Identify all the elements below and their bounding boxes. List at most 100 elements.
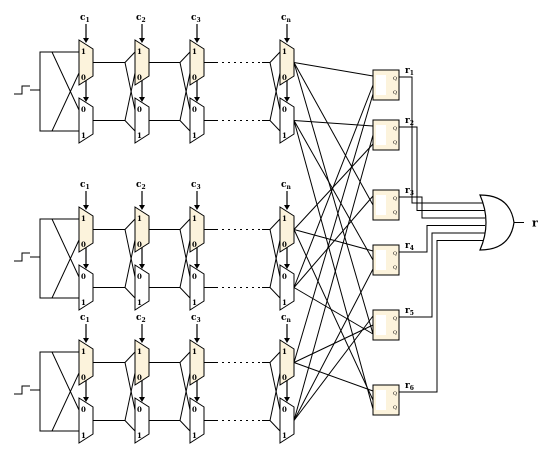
mux-icon xyxy=(78,397,94,444)
wire xyxy=(93,420,136,432)
wire xyxy=(269,362,281,411)
mux-input-label: 0 xyxy=(282,73,287,82)
mux-input-label: 1 xyxy=(81,47,86,56)
select-bit-label: c3 xyxy=(191,180,201,191)
arrow-head-icon xyxy=(284,38,290,43)
mux-input-label: 1 xyxy=(192,431,197,440)
flipflop-body xyxy=(376,195,386,215)
wire xyxy=(149,218,191,230)
wire xyxy=(149,420,191,432)
mux-icon xyxy=(134,39,150,86)
mux-input-label: 0 xyxy=(137,272,142,281)
wire xyxy=(40,351,80,411)
wire xyxy=(293,84,374,288)
flipflop-q-label: Q xyxy=(393,391,397,397)
arrow-head-icon xyxy=(139,205,145,210)
mux-input-label: 0 xyxy=(192,105,197,114)
select-bit-label: c1 xyxy=(80,313,90,324)
wire xyxy=(124,229,136,278)
select-bit-label: c1 xyxy=(80,180,90,191)
flipflop-q-label: Q xyxy=(393,251,397,257)
arrow-head-icon xyxy=(139,97,145,102)
wire xyxy=(293,229,374,401)
step-input-icon xyxy=(14,385,30,395)
wire xyxy=(39,218,79,257)
wire xyxy=(293,362,374,392)
mux-input-label: 0 xyxy=(137,240,142,249)
wire xyxy=(262,420,281,432)
wire xyxy=(262,351,281,363)
mux-icon xyxy=(279,206,295,253)
arrow-head-icon xyxy=(83,38,89,43)
wire xyxy=(179,362,191,411)
wire xyxy=(269,229,281,278)
arrow-head-icon xyxy=(83,397,89,402)
flipflop-body xyxy=(376,315,386,335)
wire xyxy=(293,93,374,363)
wire xyxy=(269,239,281,288)
mux-icon xyxy=(189,206,205,253)
mux-input-label: 1 xyxy=(81,214,86,223)
arrow-head-icon xyxy=(83,205,89,210)
select-bit-label: c2 xyxy=(136,180,146,191)
mux-input-label: 1 xyxy=(192,47,197,56)
mux-icon xyxy=(134,339,150,386)
mux-input-label: 1 xyxy=(192,131,197,140)
wire xyxy=(179,72,191,121)
mux-input-label: 1 xyxy=(192,298,197,307)
wire xyxy=(399,76,485,204)
wire xyxy=(149,351,191,363)
mux-input-label: 0 xyxy=(137,405,142,414)
flipflop-q-label: Q xyxy=(393,126,397,132)
mux-input-label: 1 xyxy=(81,298,86,307)
mux-input-label: 1 xyxy=(137,431,142,440)
wire xyxy=(399,225,485,253)
flipflop-q-label: Q xyxy=(393,316,397,322)
mux-input-label: 1 xyxy=(192,214,197,223)
arrow-head-icon xyxy=(194,38,200,43)
select-bit-label: c3 xyxy=(191,13,201,24)
wire xyxy=(149,120,191,132)
mux-input-label: 0 xyxy=(137,73,142,82)
wire xyxy=(179,372,191,421)
flipflop-q-label: Q xyxy=(393,196,397,202)
wire xyxy=(124,62,136,111)
wire xyxy=(93,287,136,299)
mux-input-label: 0 xyxy=(282,272,287,281)
wire xyxy=(39,351,79,390)
wire xyxy=(269,372,281,421)
flipflop-qbar-label: Q xyxy=(393,90,397,96)
mux-input-label: 0 xyxy=(81,405,86,414)
wire xyxy=(39,51,79,90)
mux-icon xyxy=(279,339,295,386)
arrow-head-icon xyxy=(83,338,89,343)
mux-input-label: 0 xyxy=(192,373,197,382)
wire xyxy=(124,372,136,421)
arrow-head-icon xyxy=(194,264,200,269)
mux-icon xyxy=(189,397,205,444)
arrow-head-icon xyxy=(139,397,145,402)
select-bit-label: c3 xyxy=(191,313,201,324)
mux-input-label: 0 xyxy=(81,73,86,82)
mux-input-label: 0 xyxy=(81,373,86,382)
mux-input-label: 1 xyxy=(282,47,287,56)
wire xyxy=(293,195,374,288)
mux-input-label: 0 xyxy=(282,105,287,114)
flipflop-body xyxy=(376,125,386,145)
wire xyxy=(93,351,136,363)
mux-icon xyxy=(189,339,205,386)
wire xyxy=(179,229,191,278)
mux-icon xyxy=(279,264,295,311)
mux-icon xyxy=(134,206,150,253)
wire xyxy=(399,126,485,211)
flipflop-output-label: r5 xyxy=(405,306,414,317)
mux-input-label: 0 xyxy=(192,272,197,281)
mux-icon xyxy=(78,97,94,144)
select-bit-label: cn xyxy=(281,180,291,191)
mux-input-label: 1 xyxy=(192,347,197,356)
wire xyxy=(399,232,485,318)
mux-input-label: 0 xyxy=(81,272,86,281)
mux-icon xyxy=(279,397,295,444)
wire xyxy=(399,196,485,219)
arrow-head-icon xyxy=(83,264,89,269)
